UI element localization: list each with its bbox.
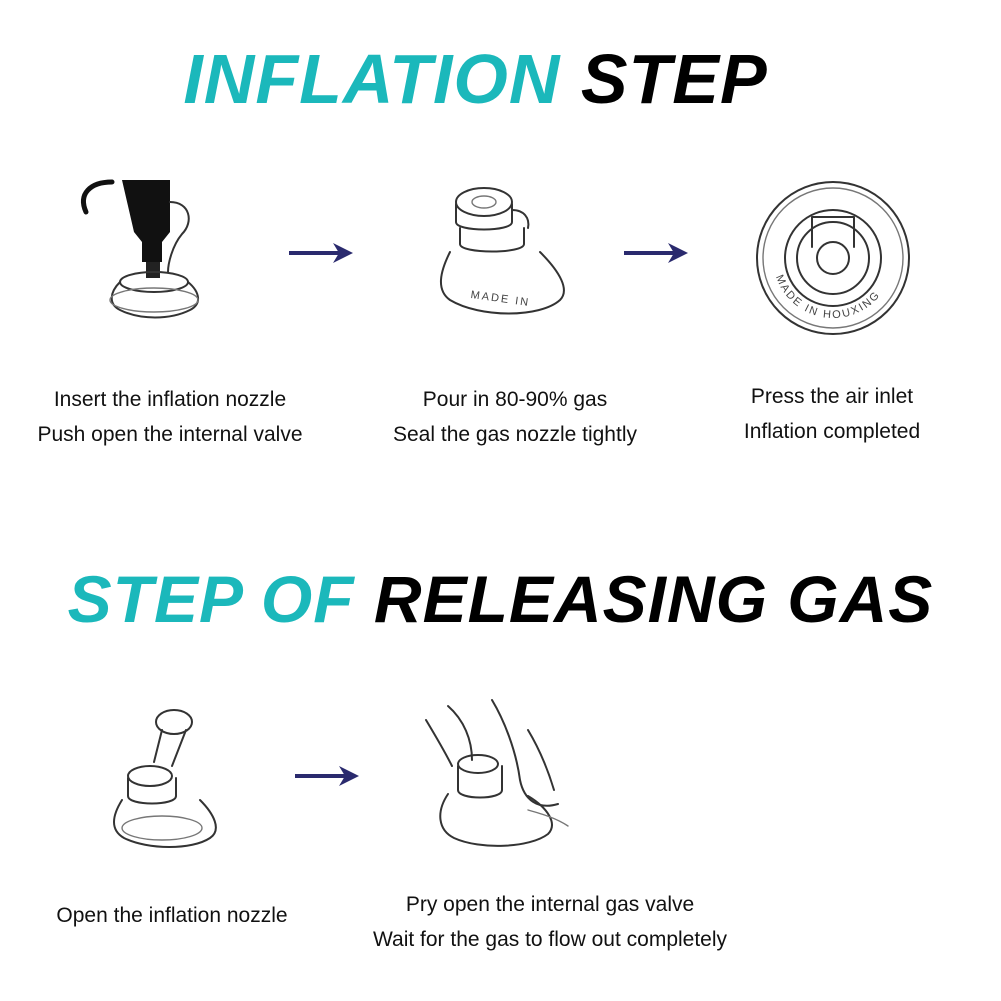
release-step-2-caption: Pry open the internal gas valve Wait for… — [330, 887, 770, 957]
arrow-right-icon — [289, 243, 353, 263]
releasing-gas-heading: STEP OF RELEASING GAS — [0, 566, 1001, 632]
arrow-right-icon — [295, 766, 359, 786]
caption-line: Press the air inlet — [750, 385, 914, 408]
inflation-step-heading: INFLATION STEP — [0, 44, 951, 114]
inflation-step-1-caption: Insert the inflation nozzle Push open th… — [10, 382, 330, 452]
inflation-step-2-caption: Pour in 80-90% gas Seal the gas nozzle t… — [360, 382, 670, 452]
illustration-open-nozzle — [113, 709, 217, 848]
caption-line: Inflation completed — [743, 420, 921, 443]
caption-line: Open the inflation nozzle — [56, 904, 288, 927]
caption-line: Pour in 80-90% gas — [422, 388, 608, 411]
release-step-1-caption: Open the inflation nozzle — [20, 898, 324, 933]
heading-accent-text: STEP OF — [67, 562, 355, 636]
illustration-insert-nozzle — [81, 179, 199, 319]
caption-line: Wait for the gas to flow out completely — [372, 928, 728, 951]
illustration-valve-top-view: MADE IN HOUXING — [756, 181, 910, 335]
svg-text:MADE IN: MADE IN — [470, 289, 531, 309]
caption-line: Insert the inflation nozzle — [53, 388, 287, 411]
heading-accent-text: INFLATION — [183, 40, 561, 118]
heading-dark-text: STEP — [580, 40, 768, 118]
illustration-sealed-valve: MADE IN — [440, 187, 565, 315]
caption-line: Seal the gas nozzle tightly — [393, 423, 637, 446]
inflation-step-3-caption: Press the air inlet Inflation completed — [700, 379, 964, 449]
caption-line: Pry open the internal gas valve — [405, 893, 695, 916]
arrow-right-icon — [624, 243, 688, 263]
heading-dark-text: RELEASING GAS — [373, 562, 934, 636]
caption-line: Push open the internal valve — [37, 423, 303, 446]
illustration-pry-valve — [425, 699, 569, 847]
